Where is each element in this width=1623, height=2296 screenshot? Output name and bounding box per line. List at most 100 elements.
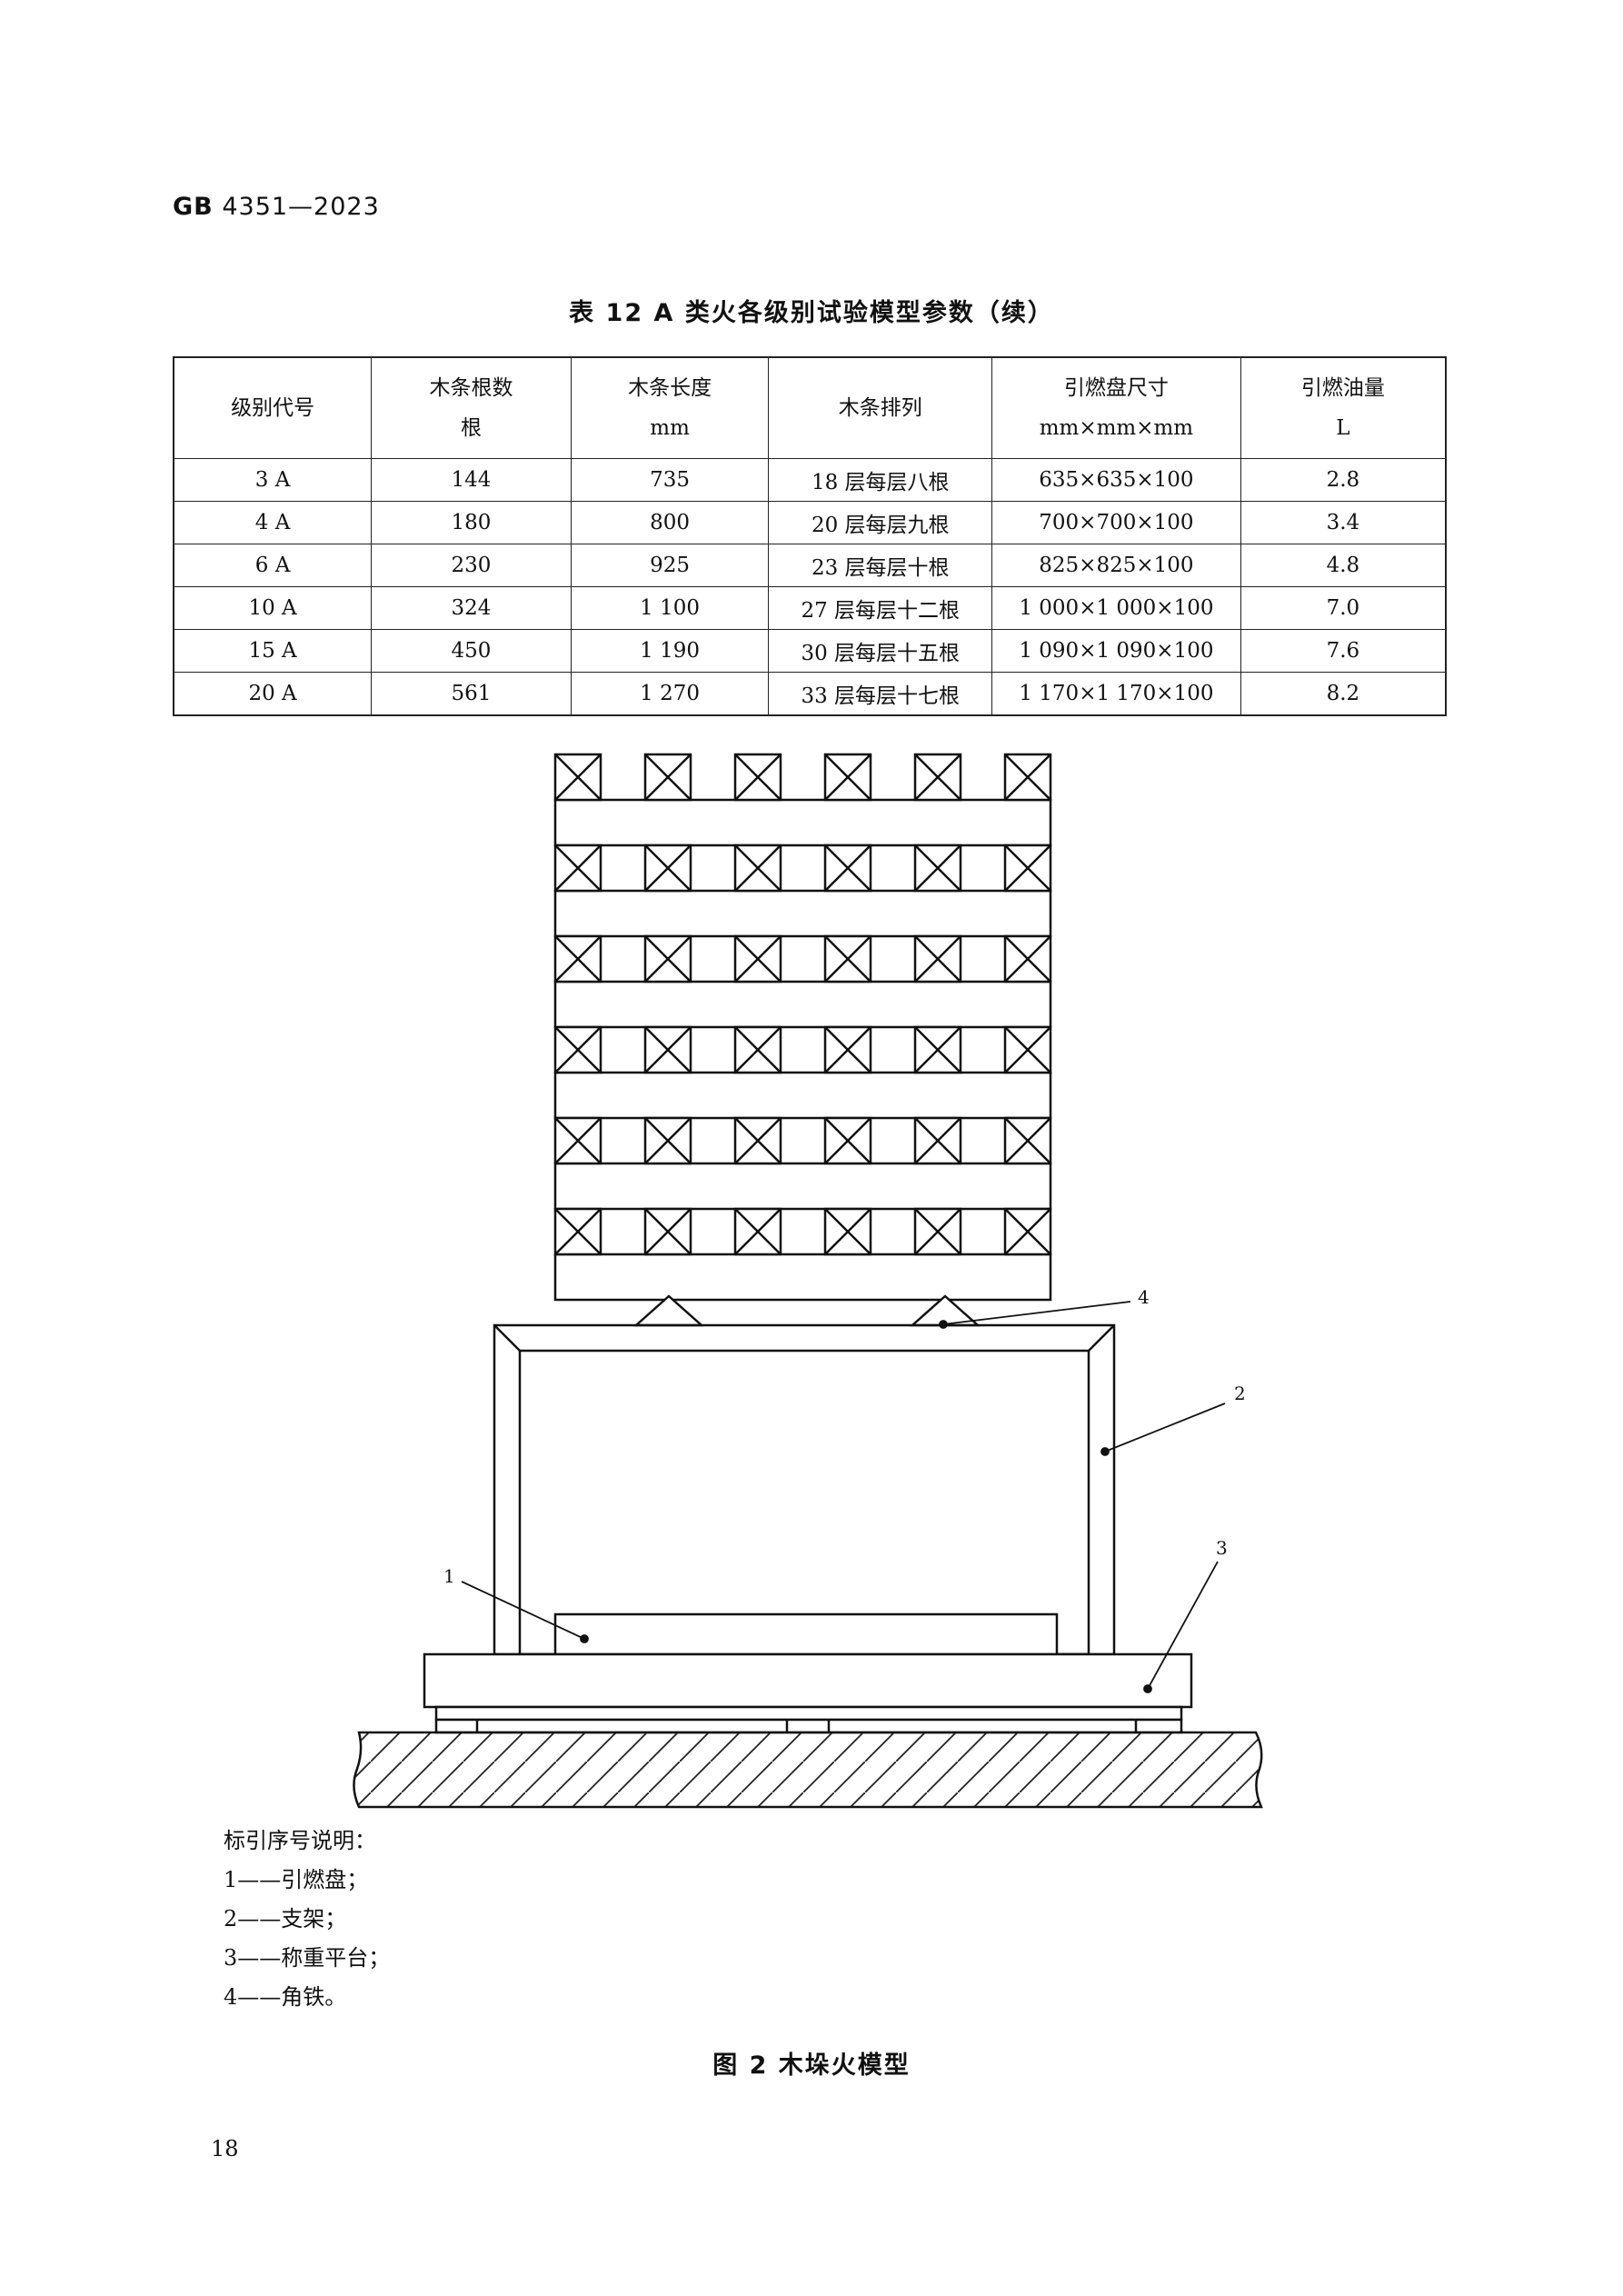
crib-stick-cross (644, 754, 692, 801)
crib-stick-cross (1004, 935, 1051, 983)
crib-stick-cross (644, 1026, 692, 1073)
crib-stick-cross (644, 844, 692, 892)
table-cell: 33 层每层十七根 (768, 672, 993, 716)
crib-stick-cross (914, 754, 961, 801)
table-cell: 450 (371, 629, 572, 673)
crib-stick-side (553, 1071, 1052, 1120)
crib-stick-side (553, 980, 1052, 1029)
crib-stick-side (553, 798, 1052, 847)
crib-stick-cross (554, 1208, 602, 1255)
table-cell: 20 A (173, 672, 373, 716)
figure-legend: 标引序号说明： 1——引燃盘； 2——支架； 3——称重平台； 4——角铁。 (224, 1822, 390, 2017)
crib-stick-cross (734, 935, 782, 983)
standard-number: 4351—2023 (222, 193, 380, 221)
table-cell: 27 层每层十二根 (768, 586, 993, 630)
document-id: GB 4351—2023 (173, 193, 380, 221)
table-cell: 324 (371, 586, 572, 630)
table-cell: 825×825×100 (991, 544, 1241, 587)
table-cell: 8.2 (1240, 672, 1447, 716)
crib-stick-cross (734, 1026, 782, 1073)
table-cell: 1 270 (570, 672, 770, 716)
table-cell: 4.8 (1240, 544, 1447, 587)
crib-stick-cross (554, 754, 602, 801)
crib-stick-cross (554, 1026, 602, 1073)
crib-stick-cross (824, 1117, 871, 1164)
table-cell: 635×635×100 (991, 458, 1241, 502)
crib-stick-side (553, 1162, 1052, 1211)
crib-stick-cross (554, 844, 602, 892)
col-header-stick-count: 木条根数根 (371, 356, 572, 459)
table-cell: 18 层每层八根 (768, 458, 993, 502)
table-cell: 23 层每层十根 (768, 544, 993, 587)
legend-item-1: 1——引燃盘； (224, 1867, 369, 1892)
table-cell: 1 090×1 090×100 (991, 629, 1241, 673)
legend-item-4: 4——角铁。 (224, 1984, 347, 2010)
crib-stick-cross (1004, 1208, 1051, 1255)
table-cell: 7.0 (1240, 586, 1447, 630)
standard-prefix: GB (173, 193, 214, 221)
crib-stick-cross (644, 935, 692, 983)
crib-stick-cross (1004, 1117, 1051, 1164)
table-cell: 561 (371, 672, 572, 716)
crib-stick-side (553, 1253, 1052, 1302)
crib-stick-cross (824, 844, 871, 892)
table-cell: 20 层每层九根 (768, 501, 993, 544)
crib-stick-cross (914, 1208, 961, 1255)
weighing-platform (423, 1652, 1193, 1709)
crib-stick-cross (824, 1026, 871, 1073)
ground (353, 1731, 1263, 1809)
crib-stick-cross (914, 844, 961, 892)
crib-stick-cross (734, 844, 782, 892)
table-cell: 1 190 (570, 629, 770, 673)
callout-3: 3 (1216, 1537, 1228, 1559)
crib-stick-side (553, 889, 1052, 938)
figure-caption: 图 2 木垛火模型 (712, 2051, 911, 2080)
crib-stick-cross (1004, 754, 1051, 801)
crib-stick-cross (824, 1208, 871, 1255)
crib-stick-cross (914, 1026, 961, 1073)
crib-stick-cross (824, 754, 871, 801)
legend-item-2: 2——支架； (224, 1906, 347, 1932)
crib-stick-cross (824, 935, 871, 983)
crib-stick-cross (734, 1208, 782, 1255)
crib-stick-cross (1004, 844, 1051, 892)
crib-stick-cross (914, 935, 961, 983)
crib-stick-cross (734, 754, 782, 801)
callout-1: 1 (443, 1565, 455, 1587)
crib-stick-cross (644, 1208, 692, 1255)
callout-2: 2 (1234, 1383, 1246, 1404)
crib-stick-cross (554, 1117, 602, 1164)
page-number: 18 (211, 2136, 239, 2161)
table-cell: 735 (570, 458, 770, 502)
crib-stick-cross (644, 1117, 692, 1164)
table-cell: 2.8 (1240, 458, 1447, 502)
legend-item-3: 3——称重平台； (224, 1945, 391, 1971)
table-cell: 30 层每层十五根 (768, 629, 993, 673)
table-cell: 7.6 (1240, 629, 1447, 673)
crib-stick-cross (554, 935, 602, 983)
table-cell: 144 (371, 458, 572, 502)
table-title: 表 12 A 类火各级别试验模型参数（续） (569, 299, 1054, 327)
platform-base (434, 1705, 1183, 1734)
table-cell: 3 A (173, 458, 373, 502)
table-cell: 15 A (173, 629, 373, 673)
wood-crib (553, 753, 1052, 1302)
table-cell: 1 170×1 170×100 (991, 672, 1241, 716)
callouts (461, 1301, 1226, 1693)
table-cell: 925 (570, 544, 770, 587)
support-frame (493, 1323, 1116, 1656)
table-cell: 1 100 (570, 586, 770, 630)
crib-stick-cross (734, 1117, 782, 1164)
table-cell: 230 (371, 544, 572, 587)
table-cell: 10 A (173, 586, 373, 630)
